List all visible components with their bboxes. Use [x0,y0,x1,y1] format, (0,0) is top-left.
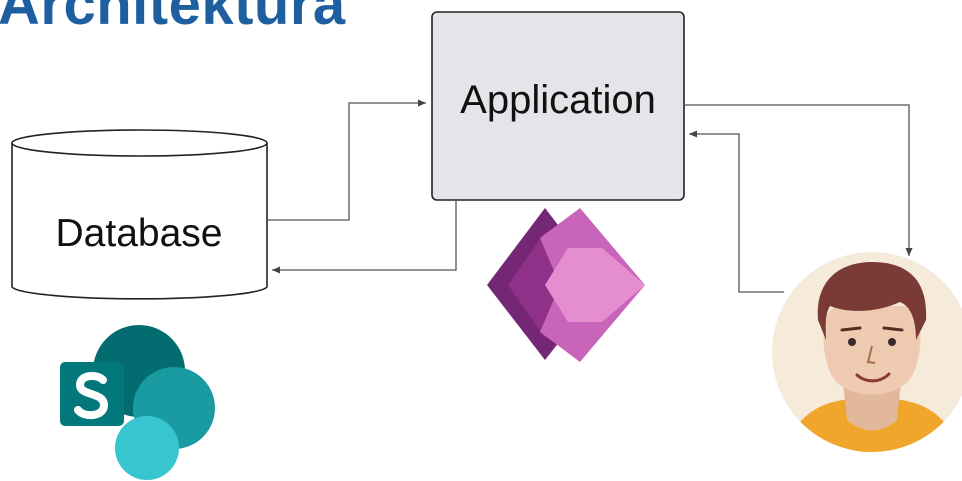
user-avatar-icon [772,252,962,452]
application-node: Application [431,11,685,201]
connector-database-to-app [267,99,426,221]
page-title: Architektura [0,0,346,37]
connector-user-to-app [689,130,784,293]
database-label: Database [56,212,223,255]
sharepoint-icon [60,325,215,480]
power-apps-icon [487,208,645,362]
connector-app-to-database [272,200,457,274]
database-node: Database [11,129,268,300]
application-label: Application [460,78,656,122]
connector-app-to-user [684,104,913,256]
